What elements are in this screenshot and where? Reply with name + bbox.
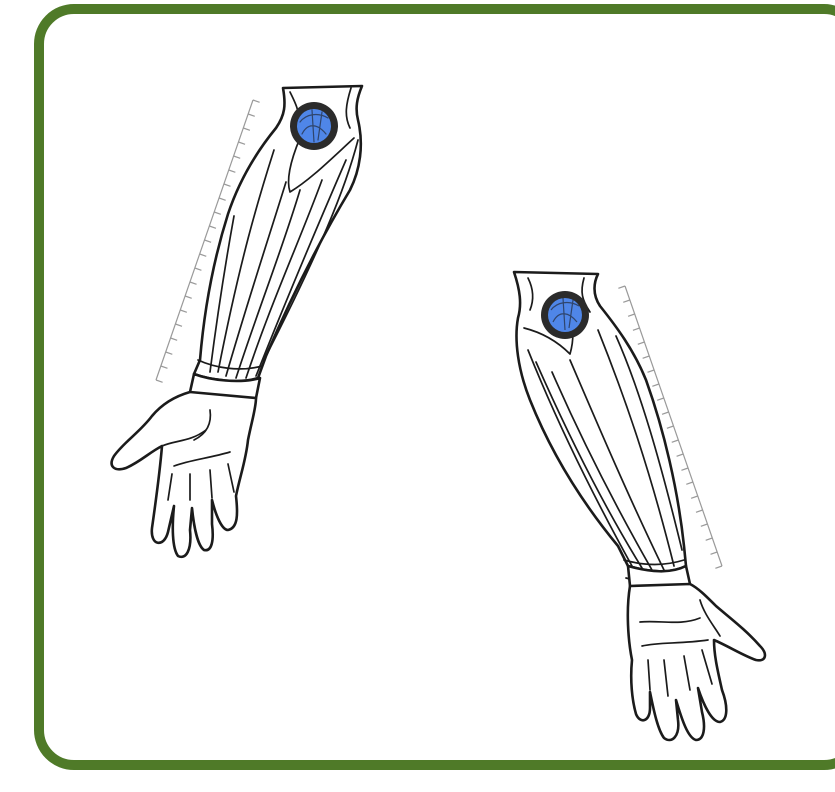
ruler-tick [171, 338, 178, 340]
ruler-tick [156, 380, 163, 382]
ruler-tick [219, 198, 226, 200]
right-arm-elbow-point[interactable] [541, 291, 589, 339]
ruler-tick [633, 328, 640, 330]
left-hand [112, 392, 256, 557]
right-forearm-outline [514, 272, 686, 571]
ruler-tick [628, 314, 635, 316]
ruler-tick [652, 384, 659, 386]
ruler-tick [672, 440, 679, 442]
ruler-tick [238, 142, 245, 144]
ruler-tick [618, 286, 625, 288]
ruler-tick [175, 324, 182, 326]
ruler-tick [662, 412, 669, 414]
ruler-tick [638, 342, 645, 344]
ruler-tick [185, 296, 192, 298]
right-arm [514, 272, 765, 740]
left-arm [112, 86, 362, 557]
ruler-tick [180, 310, 187, 312]
ruler-tick [195, 268, 202, 270]
ruler-tick [253, 100, 260, 102]
ruler-tick [696, 510, 703, 512]
ruler-tick [715, 566, 722, 568]
ruler-tick [200, 254, 207, 256]
ruler-tick [711, 552, 718, 554]
ruler-tick [224, 184, 231, 186]
ruler-tick [657, 398, 664, 400]
ruler-tick [681, 468, 688, 470]
ruler-tick [243, 128, 250, 130]
ruler-tick [706, 538, 713, 540]
ruler-tick [190, 282, 197, 284]
ruler-tick [161, 366, 168, 368]
ruler-tick [248, 114, 255, 116]
ruler-tick [229, 170, 236, 172]
ruler-tick [166, 352, 173, 354]
ruler-tick [686, 482, 693, 484]
ruler-tick [677, 454, 684, 456]
ruler-tick [701, 524, 708, 526]
ruler-tick [691, 496, 698, 498]
ruler-tick [214, 212, 221, 214]
left-arm-elbow-point[interactable] [290, 102, 338, 150]
ruler-tick [647, 370, 654, 372]
ruler-tick [205, 240, 212, 242]
ruler-tick [667, 426, 674, 428]
ruler-tick [234, 156, 241, 158]
ruler-tick [209, 226, 216, 228]
ruler-tick [623, 300, 630, 302]
ruler-tick [643, 356, 650, 358]
